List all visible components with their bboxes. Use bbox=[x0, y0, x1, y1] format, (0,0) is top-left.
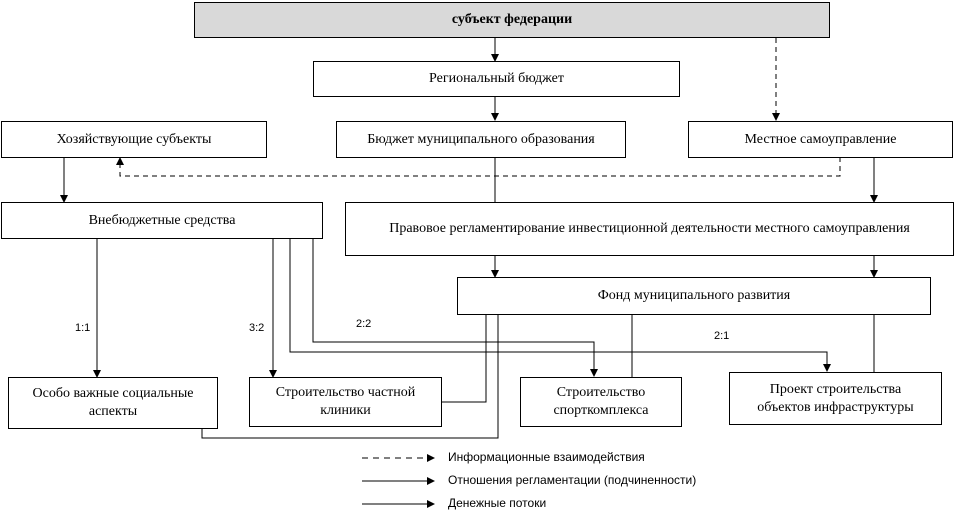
arrow-offbudget-to-infrastructure bbox=[289, 238, 831, 372]
box-municipal-fund-label: Фонд муниципального развития bbox=[597, 288, 791, 303]
box-private-clinic: Строительство частной клиники bbox=[249, 377, 442, 427]
box-subject-label: субъект федерации bbox=[451, 12, 573, 27]
box-business-entities-label: Хозяйствующие субъекты bbox=[56, 131, 212, 147]
box-local-government-label: Местное самоуправление bbox=[744, 131, 897, 147]
box-municipal-budget-label: Бюджет муниципального образования bbox=[367, 131, 595, 147]
box-off-budget-funds: Внебюджетные средства bbox=[1, 202, 323, 239]
box-off-budget-funds-label: Внебюджетные средства bbox=[88, 212, 236, 228]
legend-info-label: Информационные взаимодействия bbox=[448, 450, 645, 464]
box-municipal-fund: Фонд муниципального развития bbox=[457, 277, 931, 315]
box-social-aspects-label: Особо важные социальные аспекты bbox=[32, 386, 194, 419]
box-social-aspects: Особо важные социальные аспекты bbox=[8, 377, 218, 429]
box-legal-regulation-label: Правовое регламентирование инвестиционно… bbox=[389, 221, 910, 236]
arrow-offbudget-to-sports bbox=[312, 238, 598, 377]
box-subject: субъект федерации bbox=[194, 2, 830, 38]
line-fund-to-social bbox=[201, 314, 499, 439]
box-regional-budget: Региональный бюджет bbox=[313, 61, 680, 97]
box-sports-complex: Строительство спорткомплекса bbox=[520, 377, 682, 427]
box-regional-budget-label: Региональный бюджет bbox=[429, 71, 564, 86]
ratio-label-clinic: 3:2 bbox=[249, 322, 265, 334]
dashed-local-gov-business bbox=[116, 150, 844, 177]
box-legal-regulation: Правовое регламентирование инвестиционно… bbox=[345, 202, 954, 256]
box-infrastructure: Проект строительства объектов инфраструк… bbox=[729, 372, 942, 425]
box-infrastructure-label: Проект строительства объектов инфраструк… bbox=[757, 381, 914, 415]
box-private-clinic-label: Строительство частной клиники bbox=[275, 385, 416, 418]
ratio-label-sports: 2:2 bbox=[356, 318, 372, 330]
box-sports-complex-label: Строительство спорткомплекса bbox=[553, 385, 649, 418]
box-business-entities: Хозяйствующие субъекты bbox=[1, 121, 267, 158]
ratio-label-infrastructure: 2:1 bbox=[714, 330, 730, 342]
legend-regulation-label: Отношения регламентации (подчиненности) bbox=[448, 473, 697, 487]
line-fund-to-clinic bbox=[442, 314, 487, 403]
ratio-label-social: 1:1 bbox=[75, 322, 91, 334]
box-local-government: Местное самоуправление bbox=[688, 121, 953, 158]
legend-money-label: Денежные потоки bbox=[448, 496, 547, 510]
box-municipal-budget: Бюджет муниципального образования bbox=[336, 121, 626, 158]
